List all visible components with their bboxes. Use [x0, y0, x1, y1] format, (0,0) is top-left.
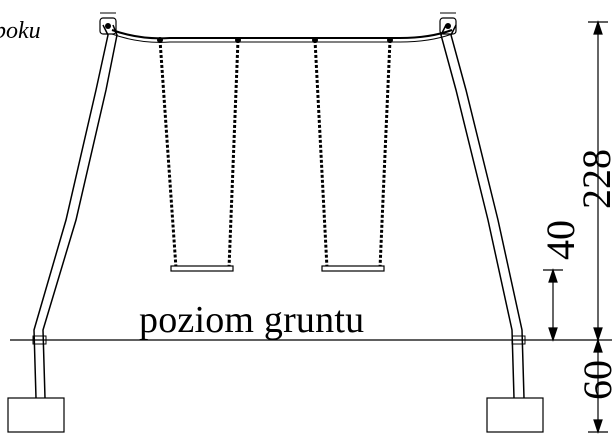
right-leg	[439, 12, 526, 399]
left-seat	[170, 265, 234, 272]
swing-chains	[158, 39, 392, 269]
dimension-60-line	[588, 338, 608, 434]
drawing-title: boku	[0, 18, 41, 44]
dimension-40-line	[543, 268, 563, 342]
left-foundation	[7, 397, 65, 433]
right-seat	[321, 265, 385, 272]
dimension-60-label: 60	[575, 360, 612, 400]
left-leg	[32, 12, 118, 399]
dimension-228-label: 228	[574, 149, 612, 209]
left-joint	[99, 12, 117, 35]
right-foundation	[486, 397, 544, 433]
right-joint	[439, 12, 457, 35]
dimension-40-label: 40	[538, 220, 583, 260]
top-beam	[111, 29, 453, 40]
dimension-228-line	[588, 20, 608, 342]
ground-level-label: poziom gruntu	[139, 299, 365, 341]
